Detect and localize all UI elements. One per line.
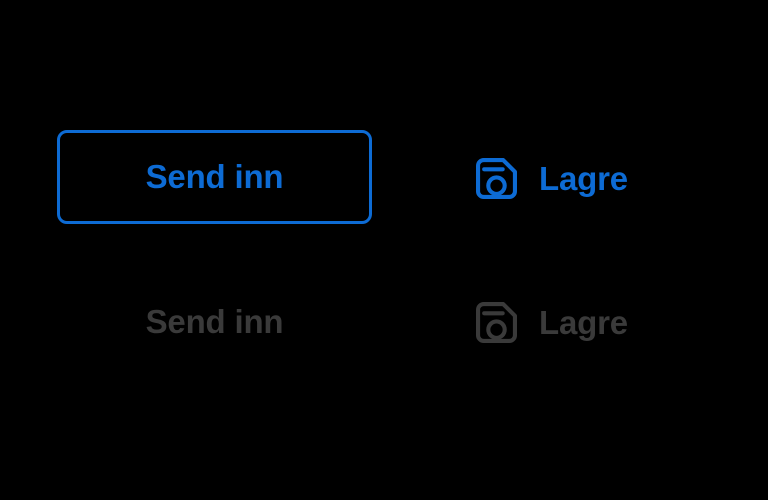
save-button-inactive: Lagre <box>476 302 628 343</box>
submit-inactive-label: Send inn <box>145 303 284 340</box>
submit-button-label: Send inn <box>145 158 284 195</box>
save-button-label: Lagre <box>539 159 628 197</box>
submit-button-active[interactable]: Send inn <box>57 130 372 224</box>
save-inactive-label: Lagre <box>539 303 628 341</box>
floppy-disk-icon <box>476 302 517 343</box>
floppy-disk-icon <box>476 158 517 199</box>
save-button-active[interactable]: Lagre <box>476 158 628 199</box>
submit-button-inactive: Send inn <box>57 275 372 369</box>
